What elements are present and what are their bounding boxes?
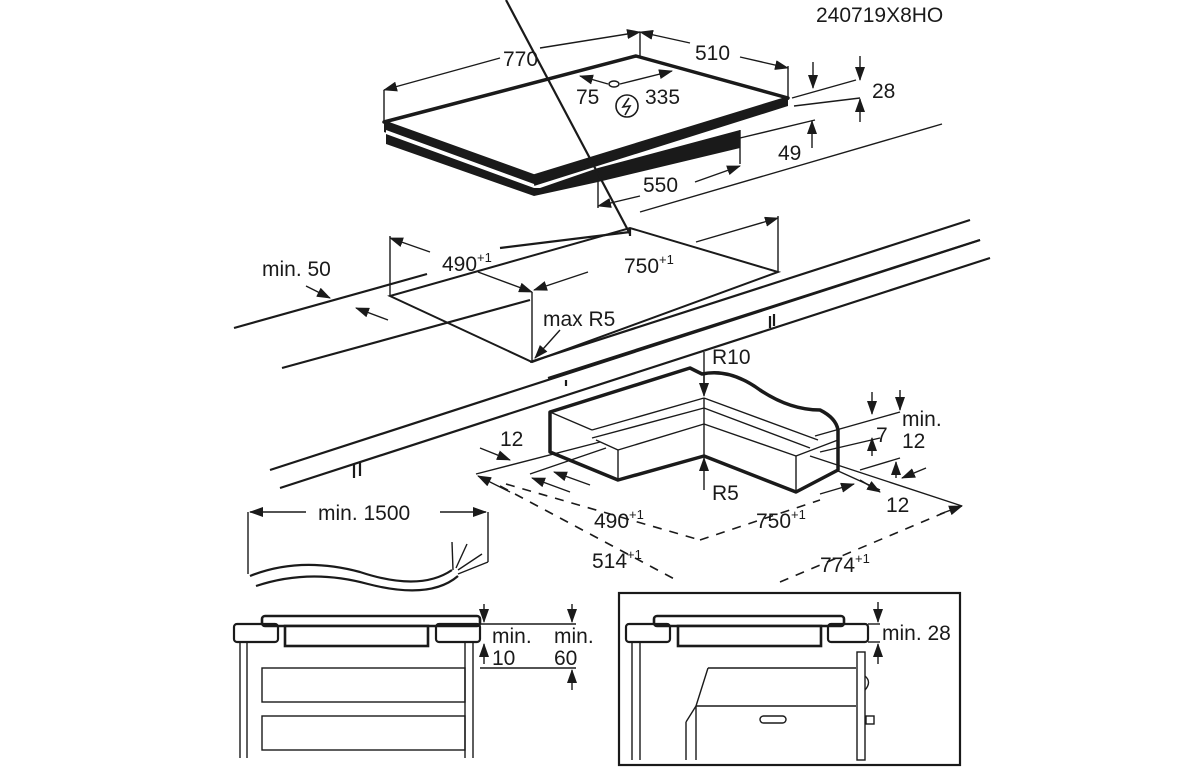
connection-point <box>608 80 620 88</box>
cutout-view: 490+1 750+1 min. 50 max R5 <box>233 0 991 490</box>
gap-min-label-1: min. <box>492 625 532 648</box>
hob-front-edge <box>384 122 534 186</box>
cable-view: min. 1500 <box>247 502 489 592</box>
oven-handle <box>759 715 787 724</box>
dim-bottom-550: 550 <box>643 174 678 197</box>
hob-body-section <box>283 624 430 648</box>
left-margin-12: 12 <box>500 428 523 451</box>
cutout-outline <box>387 226 782 364</box>
drawer <box>261 667 466 703</box>
depth-step-7: 7 <box>876 424 888 447</box>
outer-radius-r10: R10 <box>712 346 751 369</box>
dim-height-49: 49 <box>778 142 801 165</box>
cable-length: min. 1500 <box>318 502 410 525</box>
dim-depth-510: 510 <box>695 42 730 65</box>
outer-depth-514: 514+1 <box>592 547 642 573</box>
cutout-depth-490: 490+1 <box>442 250 492 276</box>
cable <box>249 563 453 583</box>
gap-min-label-2: min. <box>554 625 594 648</box>
oven-door <box>856 651 866 761</box>
gap-min-value-60: 60 <box>554 647 577 670</box>
oven-section-frame <box>617 591 962 767</box>
inner-width-750: 750+1 <box>756 507 806 533</box>
min-label: min. <box>902 408 942 431</box>
frame-view: R10 R5 7 min. 12 12 12 490+1 750+1 <box>352 346 963 583</box>
dim-770-arrow <box>383 57 501 92</box>
dim-width-770: 770 <box>503 48 538 71</box>
dim-height-28: 28 <box>872 80 895 103</box>
section-drawer: min. 10 min. 60 <box>232 604 594 758</box>
document-code: 240719X8HO <box>816 4 943 27</box>
inner-radius-r5: R5 <box>712 482 739 505</box>
dim-connection-335: 335 <box>645 86 680 109</box>
hob-side-edge <box>534 98 788 186</box>
right-margin-12: 12 <box>886 494 909 517</box>
electric-connection-icon <box>615 94 639 118</box>
gap-min-value-10: 10 <box>492 647 515 670</box>
min-value-12: 12 <box>902 430 925 453</box>
cutout-width-750: 750+1 <box>624 252 674 278</box>
dim-connection-75: 75 <box>576 86 599 109</box>
drawer <box>261 715 466 751</box>
inner-depth-490: 490+1 <box>594 507 644 533</box>
oven <box>685 667 856 760</box>
corner-radius: max R5 <box>543 308 615 331</box>
min-front-distance: min. 50 <box>262 258 331 281</box>
hob-top-view: 770 510 75 335 28 49 550 <box>382 29 943 213</box>
hob-body <box>386 130 740 196</box>
outer-width-774: 774+1 <box>820 551 870 577</box>
section-oven: min. 28 <box>617 591 962 767</box>
oven-gap-min-28: min. 28 <box>882 622 951 645</box>
